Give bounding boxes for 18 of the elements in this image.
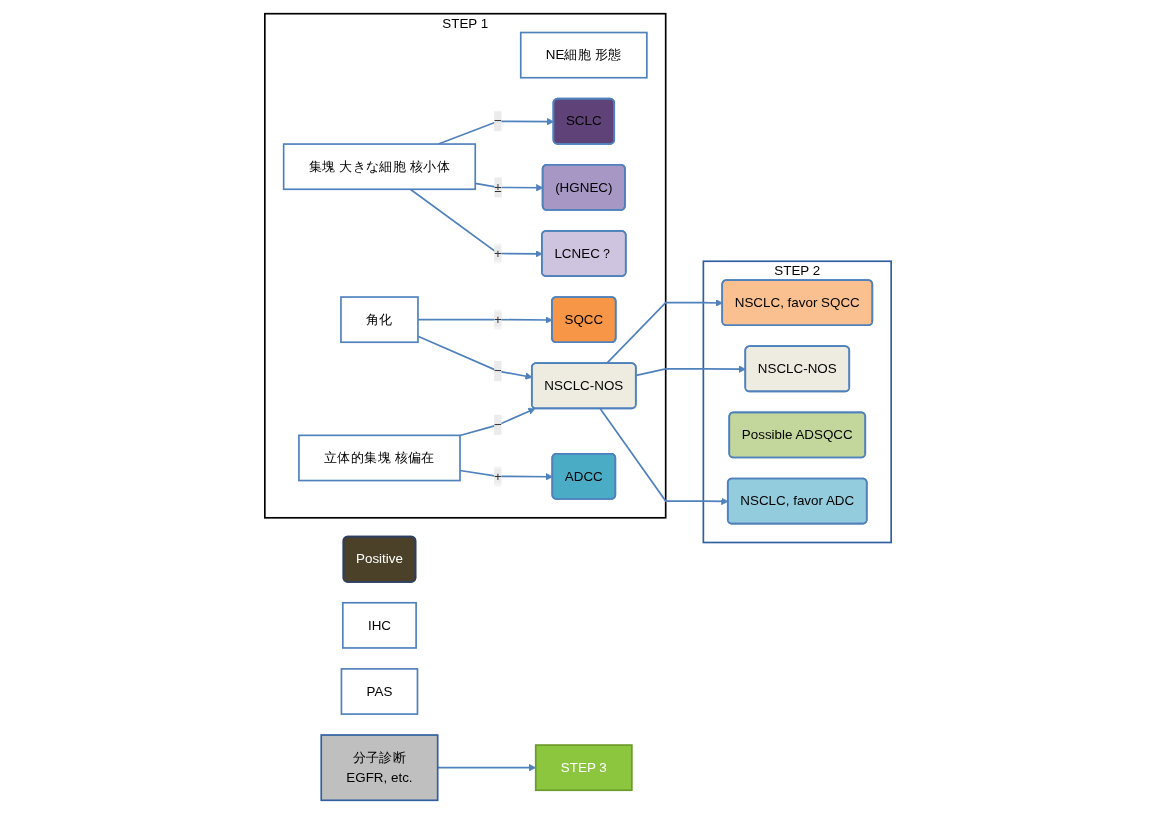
edge-label: + <box>494 468 502 484</box>
arrow <box>605 299 723 365</box>
edge-label: − <box>494 363 502 378</box>
node-box: 角化 <box>340 296 419 344</box>
edge-label: + <box>494 245 502 261</box>
arrow <box>459 407 536 437</box>
arrow <box>635 365 746 377</box>
node-box: 分子診断 EGFR, etc. <box>320 734 439 802</box>
edge-label: − <box>494 113 502 128</box>
edge-label: ± <box>494 179 502 195</box>
node-box: NE細胞 形態 <box>519 31 648 79</box>
edge-label: + <box>494 312 502 327</box>
node-box: PAS <box>340 668 419 715</box>
node-box: 集塊 大きな細胞 核小体 <box>282 143 477 191</box>
node-box: IHC <box>341 601 417 649</box>
edge-label: − <box>494 417 502 432</box>
node-box: 立体的集塊 核偏在 <box>298 434 461 482</box>
node-box: STEP 3 <box>534 744 633 792</box>
